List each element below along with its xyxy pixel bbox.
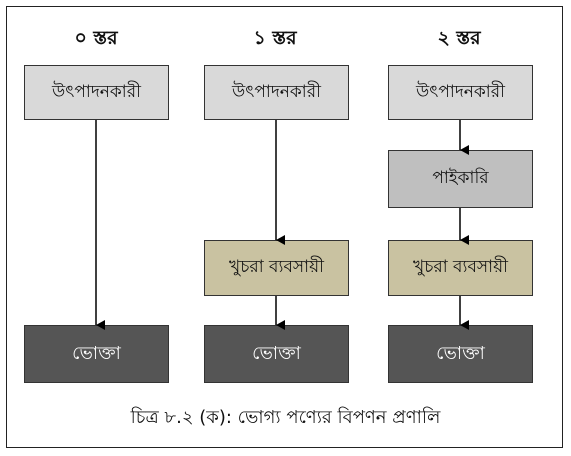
retailer-box-level-2: খুচরা ব্যবসায়ী	[388, 240, 533, 296]
column-title-level-2: ২ স্তর	[437, 27, 481, 49]
figure-caption: চিত্র ৮.২ (ক): ভোগ্য পণ্যের বিপণন প্রণাল…	[130, 407, 441, 428]
producer-box-level-2: উৎপাদনকারী	[388, 65, 533, 120]
wholesaler-box-level-2: পাইকারি	[388, 150, 533, 208]
consumer-box-level-2: ভোক্তা	[388, 325, 533, 383]
column-title-level-0: ০ স্তর	[74, 27, 118, 49]
column-title-level-1: ১ স্তর	[253, 27, 297, 49]
consumer-box-level-0: ভোক্তা	[24, 325, 169, 383]
producer-box-level-1: উৎপাদনকারী	[204, 65, 349, 120]
retailer-box-level-1: খুচরা ব্যবসায়ী	[204, 240, 349, 296]
producer-box-level-0: উৎপাদনকারী	[24, 65, 169, 120]
consumer-box-level-1: ভোক্তা	[204, 325, 349, 383]
